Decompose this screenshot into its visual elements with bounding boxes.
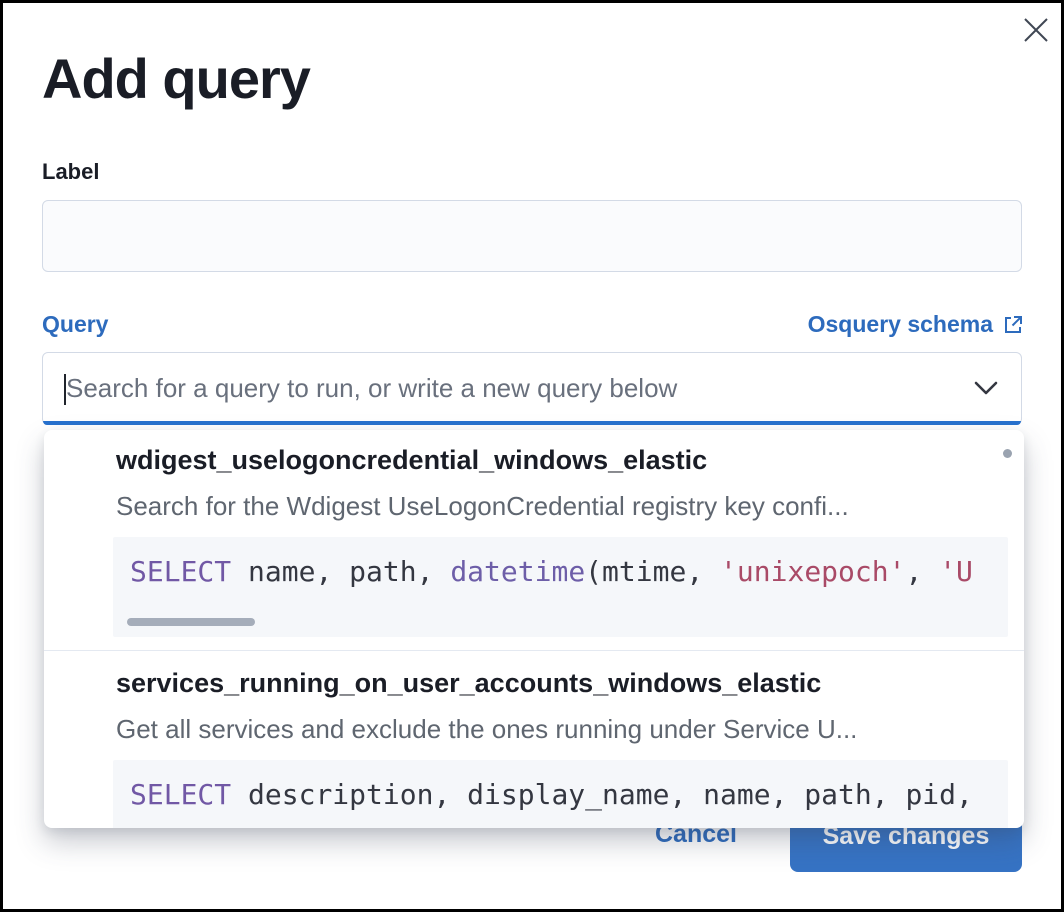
- code-token-default: (mtime,: [585, 555, 721, 588]
- query-option-description: Get all services and exclude the ones ru…: [116, 714, 858, 744]
- code-token-string: 'unixepoch': [720, 555, 906, 588]
- query-option[interactable]: services_running_on_user_accounts_window…: [44, 650, 1024, 828]
- close-icon: [1021, 15, 1051, 45]
- query-search-input[interactable]: [43, 353, 1021, 424]
- code-token-keyword: SELECT: [130, 778, 232, 811]
- code-token-default: ,: [905, 555, 940, 588]
- focus-indicator-bar: [43, 421, 1021, 425]
- osquery-schema-link-label: Osquery schema: [807, 311, 993, 337]
- query-option-code-preview: SELECT description, display_name, name, …: [113, 760, 1008, 828]
- external-link-icon: [1002, 314, 1024, 336]
- query-option-title: wdigest_uselogoncredential_windows_elast…: [116, 445, 708, 475]
- query-option[interactable]: wdigest_uselogoncredential_windows_elast…: [44, 430, 1024, 637]
- code-token-keyword: SELECT: [130, 555, 232, 588]
- code-line: SELECT name, path, datetime(mtime, 'unix…: [130, 555, 973, 588]
- page-title: Add query: [42, 47, 311, 110]
- code-token-default: description, display_name, name, path, p…: [231, 778, 973, 811]
- label-input[interactable]: [42, 200, 1022, 272]
- code-line: SELECT description, display_name, name, …: [130, 778, 973, 811]
- text-cursor: [64, 374, 66, 405]
- query-field-label: Query: [42, 311, 109, 337]
- osquery-schema-link[interactable]: Osquery schema: [808, 311, 1024, 338]
- query-combobox: [42, 352, 1022, 425]
- chevron-down-icon[interactable]: [973, 379, 999, 397]
- code-token-default: name, path,: [231, 555, 451, 588]
- label-field-label: Label: [42, 159, 100, 184]
- query-suggestions-dropdown: wdigest_uselogoncredential_windows_elast…: [44, 430, 1024, 828]
- code-token-string: 'U: [939, 555, 973, 588]
- query-option-code-preview: SELECT name, path, datetime(mtime, 'unix…: [113, 537, 1008, 637]
- query-option-title: services_running_on_user_accounts_window…: [116, 668, 822, 698]
- vertical-scrollbar-thumb[interactable]: [1003, 449, 1012, 458]
- horizontal-scrollbar-thumb[interactable]: [127, 618, 255, 626]
- close-button[interactable]: [1018, 12, 1054, 48]
- code-token-function: datetime: [450, 555, 586, 588]
- query-option-description: Search for the Wdigest UseLogonCredentia…: [116, 491, 849, 521]
